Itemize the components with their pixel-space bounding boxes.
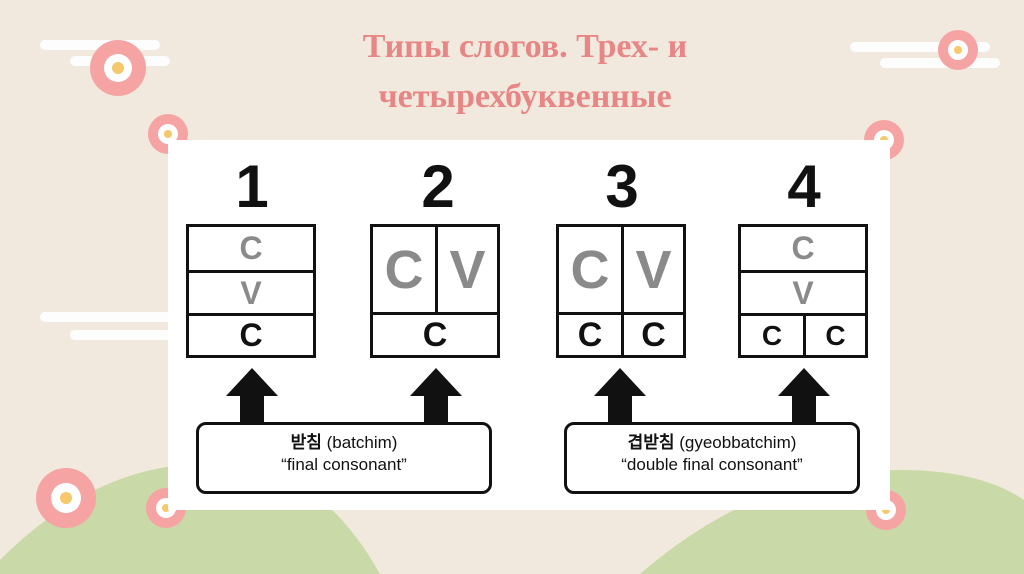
type-4-number: 4: [774, 152, 834, 222]
label-gyeobbatchim-romanization: (gyeobbatchim): [679, 433, 796, 452]
slide-title-line-1: Типы слогов. Трех- и: [0, 22, 1024, 72]
type-4-block: C V C C: [738, 224, 868, 358]
label-batchim-meaning: “final consonant”: [199, 454, 489, 476]
type-1-number: 1: [222, 152, 282, 222]
type-1-cell-v: V: [189, 270, 313, 313]
type-4-cell-final-1: C: [741, 313, 803, 355]
type-3-block: C V C C: [556, 224, 686, 358]
type-3-cell-v: V: [621, 227, 683, 312]
type-2-cell-final: C: [373, 312, 497, 355]
arrow-up-icon: [592, 368, 648, 426]
type-4-cell-v: V: [741, 270, 865, 313]
type-2-number: 2: [408, 152, 468, 222]
label-gyeobbatchim-line-1: 겹받침 (gyeobbatchim): [567, 432, 857, 454]
label-gyeobbatchim-meaning: “double final consonant”: [567, 454, 857, 476]
type-1-cell-c-bottom: C: [189, 313, 313, 355]
arrow-up-icon: [224, 368, 280, 426]
type-2-block: C V C: [370, 224, 500, 358]
type-4-cell-final-2: C: [803, 313, 865, 355]
label-batchim: 받침 (batchim) “final consonant”: [196, 422, 492, 494]
cloud-mid-left: [40, 312, 180, 340]
type-3-number: 3: [592, 152, 652, 222]
type-2-cell-v: V: [435, 227, 497, 312]
label-gyeobbatchim-korean: 겹받침: [628, 433, 675, 452]
label-batchim-romanization: (batchim): [327, 433, 398, 452]
type-3-cell-final-1: C: [559, 312, 621, 355]
label-batchim-korean: 받침: [291, 433, 322, 452]
label-gyeobbatchim: 겹받침 (gyeobbatchim) “double final consona…: [564, 422, 860, 494]
syllable-diagram: 1 C V C 2 C V C 3 C V C C 4 C V C C: [168, 140, 890, 510]
type-4-cell-c-top: C: [741, 227, 865, 270]
type-3-cell-final-2: C: [621, 312, 683, 355]
slide-title-line-2: четырехбуквенные: [0, 72, 1024, 122]
slide-title: Типы слогов. Трех- и четырехбуквенные: [0, 22, 1024, 122]
type-3-cell-c: C: [559, 227, 621, 312]
type-1-cell-c-top: C: [189, 227, 313, 270]
arrow-up-icon: [776, 368, 832, 426]
type-2-cell-c: C: [373, 227, 435, 312]
label-batchim-line-1: 받침 (batchim): [199, 432, 489, 454]
type-1-block: C V C: [186, 224, 316, 358]
flower-bottom-left: [36, 468, 96, 528]
arrow-up-icon: [408, 368, 464, 426]
